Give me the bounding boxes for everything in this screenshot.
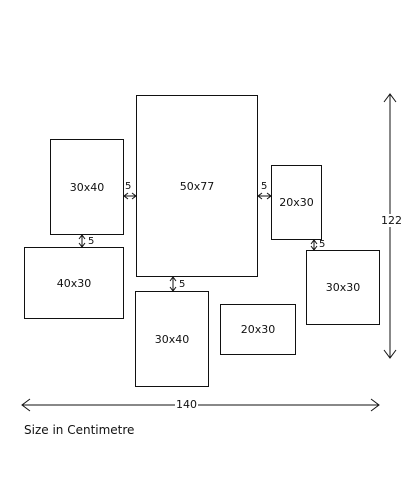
- total-width-label: 140: [175, 398, 198, 411]
- frame-label: 20x30: [240, 323, 276, 336]
- frame-30x30-right: 30x30: [306, 250, 380, 325]
- frame-40x30-left: 40x30: [24, 247, 124, 319]
- frame-30x40-bottom: 30x40: [135, 291, 209, 387]
- frame-30x40-left: 30x40: [50, 139, 124, 235]
- frame-20x30-bottom: 20x30: [220, 304, 296, 355]
- gap-label-left-center: 5: [125, 181, 132, 192]
- total-height-label: 122: [380, 214, 403, 227]
- gap-label-center-bottom: 5: [179, 279, 186, 290]
- frame-label: 20x30: [279, 196, 314, 209]
- frame-label: 50x77: [179, 179, 215, 193]
- gap-label-left-stack: 5: [88, 236, 95, 247]
- frame-label: 30x40: [154, 332, 190, 346]
- frame-label: 30x30: [325, 281, 361, 294]
- gap-label-right-stack: 5: [319, 239, 326, 250]
- frame-50x77-center: 50x77: [136, 95, 258, 277]
- gap-label-center-right: 5: [261, 181, 268, 192]
- frame-label: 40x30: [56, 276, 92, 290]
- frame-label: 30x40: [69, 180, 105, 194]
- caption: Size in Centimetre: [24, 423, 135, 437]
- frame-20x30-right: 20x30: [271, 165, 322, 240]
